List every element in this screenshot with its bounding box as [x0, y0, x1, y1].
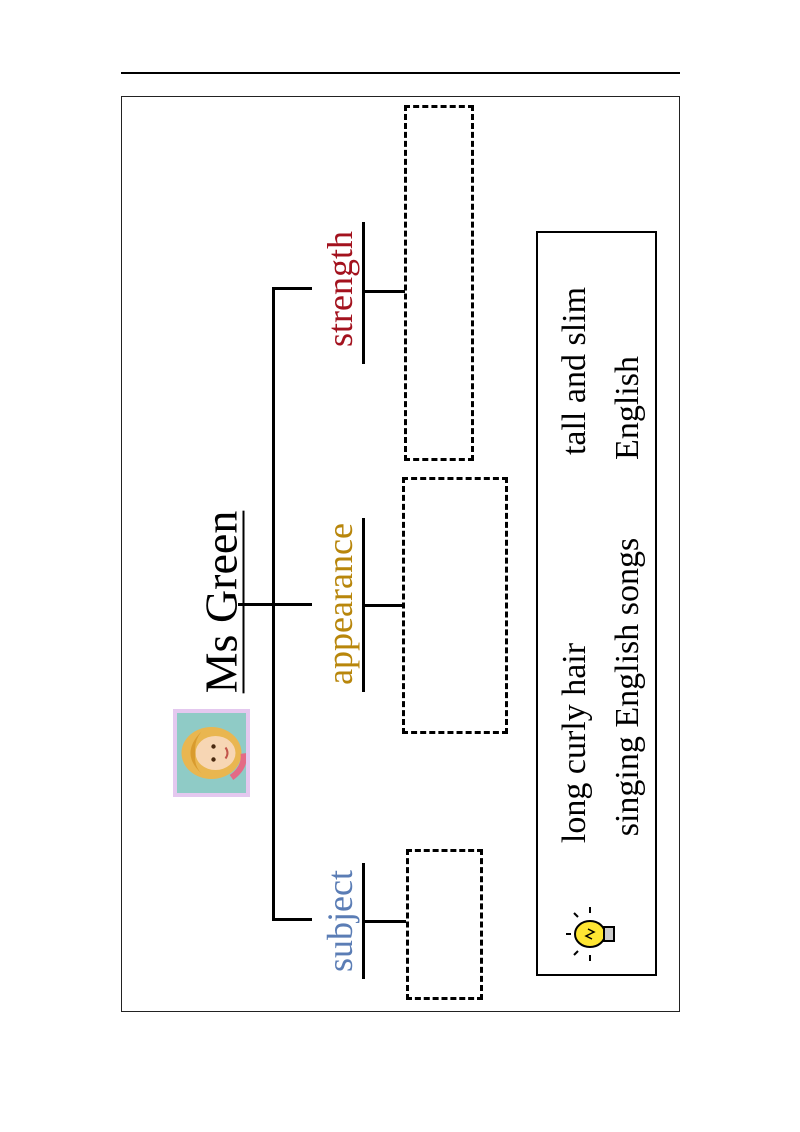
title-connector: [238, 603, 274, 606]
branch-connector-subject: [272, 918, 312, 921]
diagram-title: Ms Green: [195, 510, 247, 694]
lightbulb-icon: [561, 902, 631, 966]
diagram-frame: [121, 96, 680, 1012]
answer-box-strength[interactable]: [404, 105, 474, 461]
box-connector-subject: [362, 920, 406, 923]
box-connector-appearance: [362, 604, 402, 607]
word-tall-and-slim: tall and slim: [556, 286, 593, 456]
branch-label-strength: strength: [320, 231, 360, 347]
answer-box-appearance[interactable]: [402, 477, 508, 734]
word-english: English: [609, 356, 646, 460]
label-bar-strength: [362, 222, 365, 364]
woman-face-icon: [173, 709, 250, 797]
word-singing-english-songs: singing English songs: [609, 537, 646, 837]
word-bank-box: [536, 231, 657, 976]
box-connector-strength: [362, 290, 405, 293]
branch-label-subject: subject: [320, 870, 360, 972]
branch-label-appearance: appearance: [320, 523, 360, 685]
answer-box-subject[interactable]: [406, 849, 483, 1000]
page-top-rule: [121, 72, 680, 74]
branch-connector-appearance: [272, 603, 312, 606]
word-long-curly-hair: long curly hair: [556, 642, 593, 844]
branch-connector-strength: [272, 287, 312, 290]
